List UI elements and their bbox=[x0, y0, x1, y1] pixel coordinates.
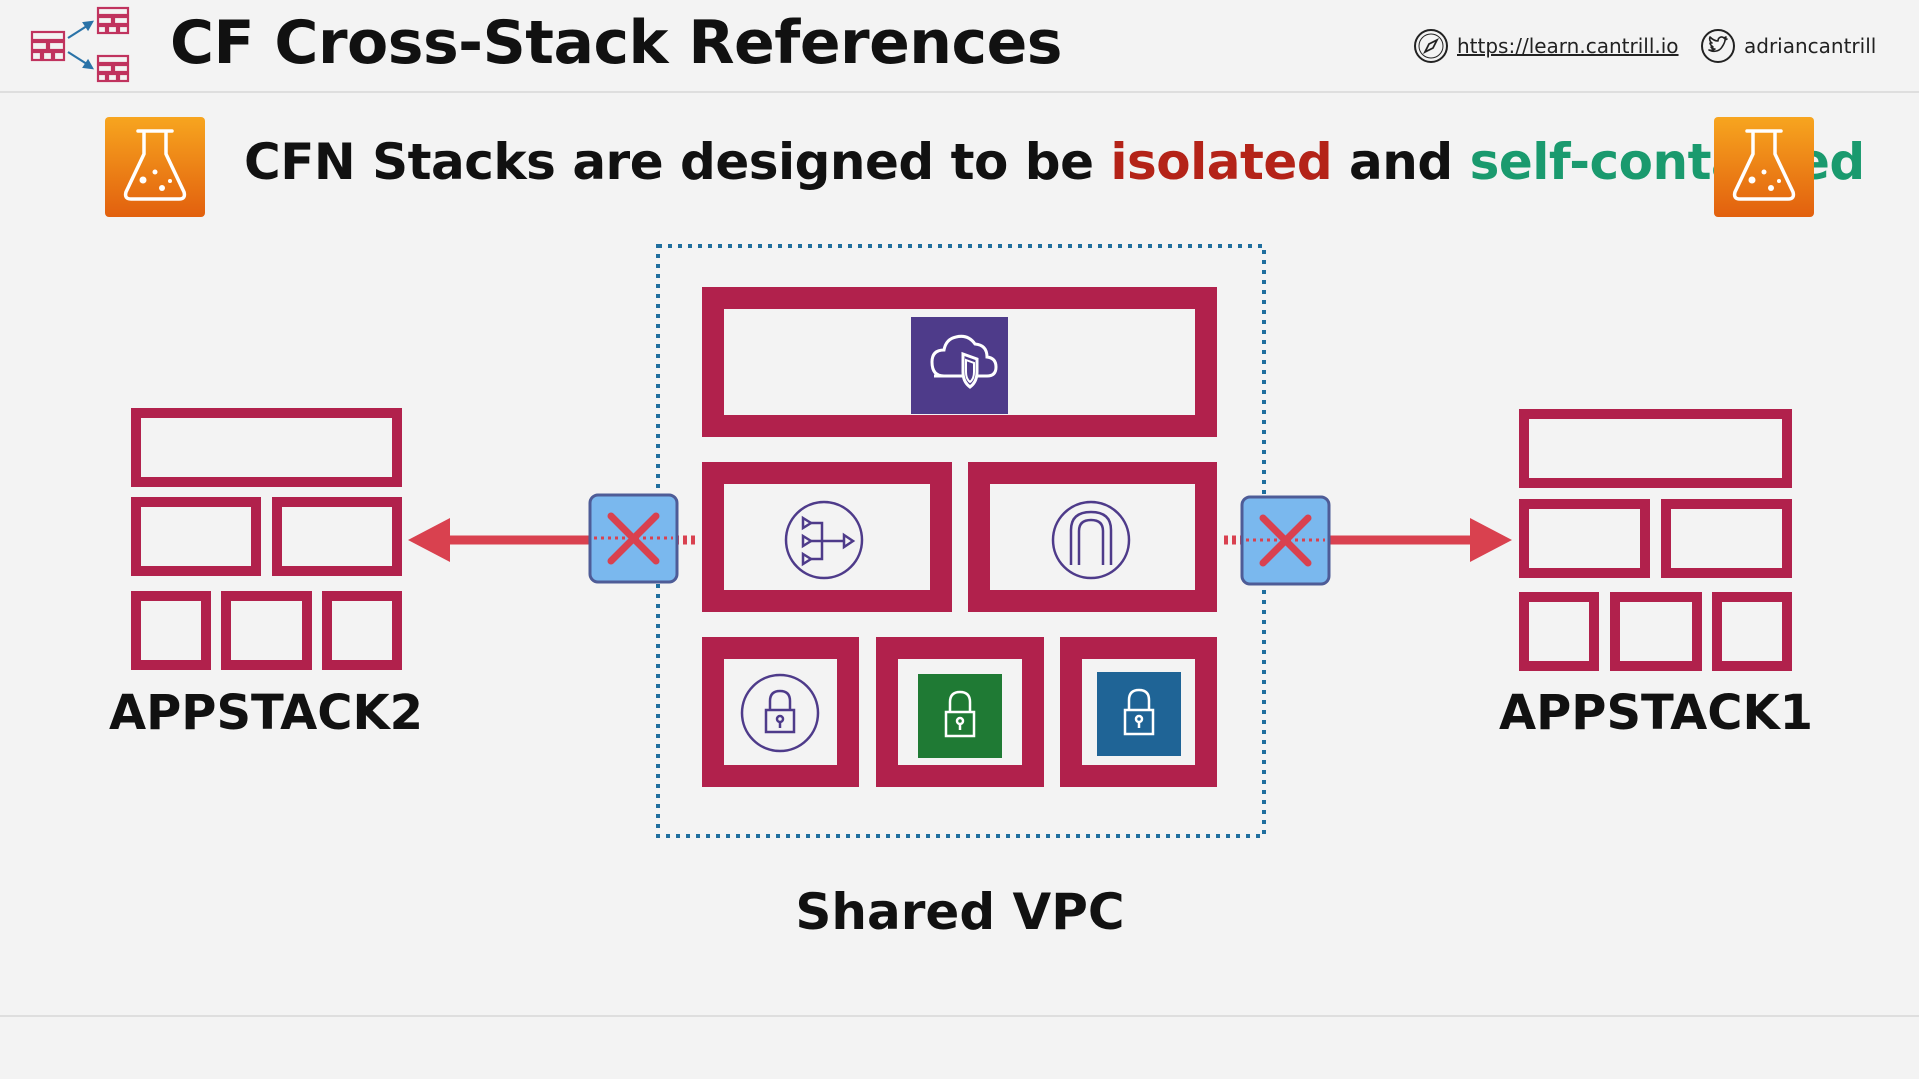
nat-gateway-icon bbox=[784, 500, 864, 580]
header-divider bbox=[0, 91, 1919, 93]
blocked-x-icon bbox=[588, 493, 679, 584]
aws-beaker-icon bbox=[105, 117, 205, 217]
internet-gateway-icon bbox=[1051, 500, 1131, 580]
footer-divider bbox=[0, 1015, 1919, 1017]
twitter-bird-icon bbox=[1701, 29, 1735, 63]
shared-vpc-label: Shared VPC bbox=[795, 883, 1125, 941]
public-subnet-lock-icon bbox=[1097, 672, 1181, 756]
appstack1-diagram bbox=[1519, 409, 1792, 671]
twitter-handle[interactable]: adriancantrill bbox=[1700, 28, 1876, 64]
website-link[interactable]: https://learn.cantrill.io bbox=[1413, 28, 1679, 64]
vpc-cloud-shield-icon bbox=[911, 317, 1008, 414]
vpc-lock-icon bbox=[740, 673, 820, 753]
appstack1-label: APPSTACK1 bbox=[1498, 685, 1814, 741]
aws-beaker-icon bbox=[1714, 117, 1814, 217]
cloudformation-stacks-logo-icon bbox=[30, 6, 130, 83]
subtitle-part2: and bbox=[1332, 133, 1470, 191]
page-title: CF Cross-Stack References bbox=[170, 8, 1062, 78]
subtitle: CFN Stacks are designed to be isolated a… bbox=[244, 133, 1865, 191]
appstack2-diagram bbox=[131, 408, 402, 670]
website-url[interactable]: https://learn.cantrill.io bbox=[1457, 34, 1679, 58]
appstack2-label: APPSTACK2 bbox=[108, 685, 424, 741]
private-subnet-lock-icon bbox=[918, 674, 1002, 758]
blocked-x-icon bbox=[1240, 495, 1331, 586]
subtitle-isolated: isolated bbox=[1110, 133, 1333, 191]
subtitle-part1: CFN Stacks are designed to be bbox=[244, 133, 1111, 191]
vpc-stack-diagram bbox=[702, 287, 1217, 787]
twitter-username[interactable]: adriancantrill bbox=[1744, 34, 1877, 58]
compass-icon bbox=[1414, 29, 1448, 63]
